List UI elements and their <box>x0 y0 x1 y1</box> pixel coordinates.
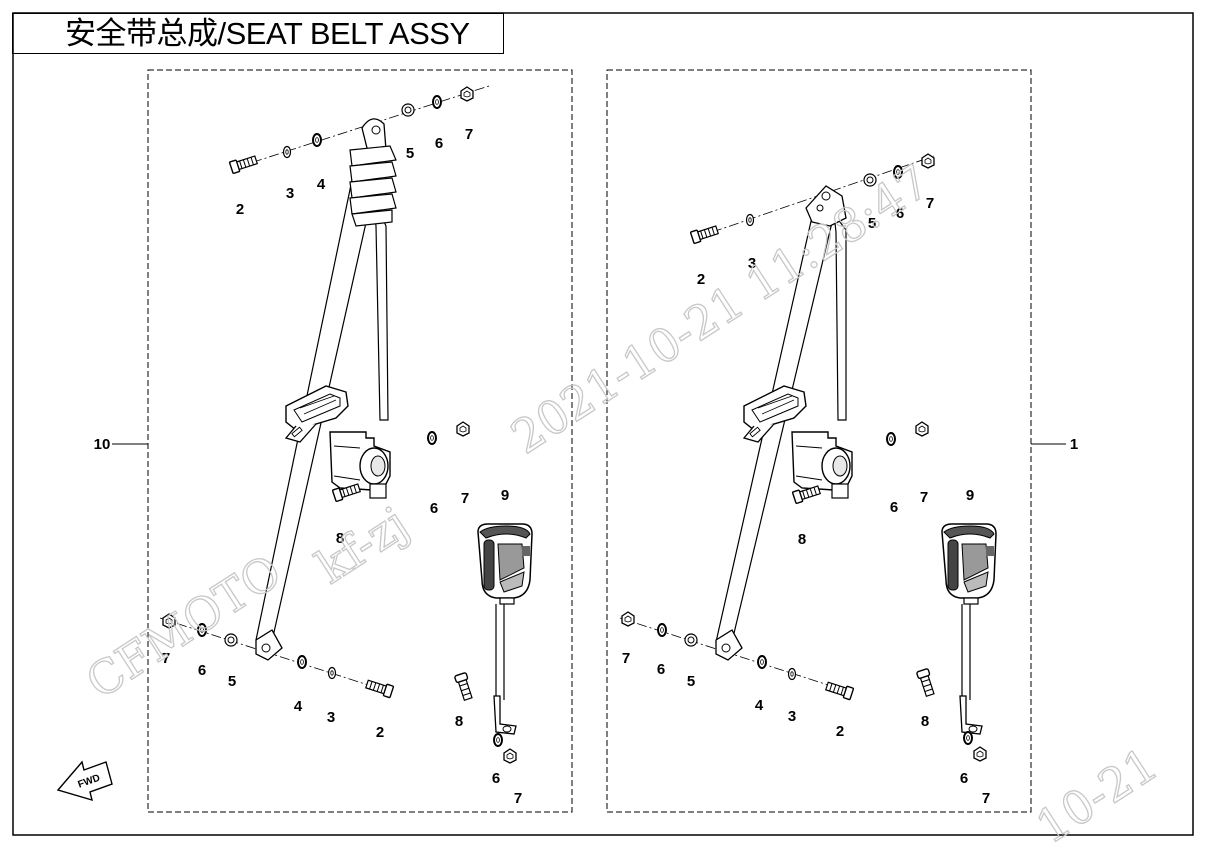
left-retractor-callout-7: 7 <box>461 490 469 507</box>
diagram-title: 安全带总成/SEAT BELT ASSY <box>65 16 470 51</box>
left-assembly <box>159 84 533 764</box>
left-bottom-callout-2: 2 <box>376 724 384 741</box>
right-bottom-callout-3: 3 <box>788 708 796 725</box>
right-top-callout-6: 6 <box>896 205 904 222</box>
right-retractor-callout-8: 8 <box>798 531 806 548</box>
watermark-corner-date: 10-21 <box>1027 737 1168 848</box>
left-bottom-callout-7: 7 <box>162 650 170 667</box>
left-mount-callout-7: 7 <box>514 790 522 807</box>
left-retractor-callout-8: 8 <box>336 530 344 547</box>
left-callouts: 2 3 4 5 6 7 8 6 7 9 7 6 5 4 3 2 8 6 7 <box>162 126 522 807</box>
right-bottom-callout-5: 5 <box>687 673 695 690</box>
right-top-callout-5: 5 <box>868 215 876 232</box>
title-box: 安全带总成/SEAT BELT ASSY <box>12 13 504 54</box>
outer-frame <box>12 12 1194 836</box>
right-assembly <box>619 153 997 762</box>
watermark: CFMOTO kf-zj 2021-10-21 11:28:47 10-21 <box>76 153 1168 848</box>
left-bottom-callout-5: 5 <box>228 673 236 690</box>
left-bottom-callout-4: 4 <box>294 698 303 715</box>
right-top-callout-3: 3 <box>748 255 756 272</box>
left-top-callout-6: 6 <box>435 135 443 152</box>
right-bottom-callout-7: 7 <box>622 650 630 667</box>
left-top-callout-3: 3 <box>286 185 294 202</box>
watermark-timestamp: 2021-10-21 11:28:47 <box>502 154 939 464</box>
right-retractor-callout-6: 6 <box>890 499 898 516</box>
right-bottom-callout-2: 2 <box>836 723 844 740</box>
watermark-user: kf-zj <box>307 496 418 594</box>
left-retractor-callout-6: 6 <box>430 500 438 517</box>
right-assembly-box <box>606 69 1032 813</box>
right-mount-callout-6: 6 <box>960 770 968 787</box>
left-top-callout-5: 5 <box>406 145 414 162</box>
right-buckle-callout-9: 9 <box>966 487 974 504</box>
right-top-callout-2: 2 <box>697 271 705 288</box>
left-mount-callout-6: 6 <box>492 770 500 787</box>
right-retractor-callout-7: 7 <box>920 489 928 506</box>
fwd-arrow-icon: FWD <box>56 760 113 802</box>
right-mount-callout-8: 8 <box>921 713 929 730</box>
left-buckle-callout-9: 9 <box>501 487 509 504</box>
left-assembly-box <box>147 69 573 813</box>
right-bottom-callout-6: 6 <box>657 661 665 678</box>
right-callouts: 2 3 5 6 7 8 6 7 9 7 6 5 4 3 2 8 6 7 <box>622 195 990 807</box>
right-mount-callout-7: 7 <box>982 790 990 807</box>
left-top-callout-7: 7 <box>465 126 473 143</box>
left-top-callout-2: 2 <box>236 201 244 218</box>
label-right-assembly: 1 <box>1070 436 1078 453</box>
left-mount-callout-8: 8 <box>455 713 463 730</box>
label-left-assembly: 10 <box>94 436 111 453</box>
right-top-callout-7: 7 <box>926 195 934 212</box>
left-top-callout-4: 4 <box>317 176 326 193</box>
right-bottom-callout-4: 4 <box>755 697 764 714</box>
left-bottom-callout-3: 3 <box>327 709 335 726</box>
left-bottom-callout-6: 6 <box>198 662 206 679</box>
